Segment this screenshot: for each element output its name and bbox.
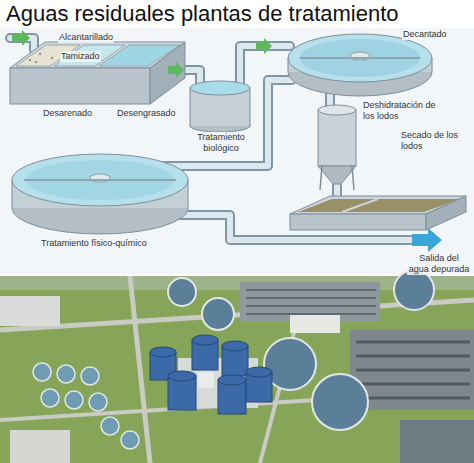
physchem-label: Tratamiento físico-químico	[40, 238, 148, 249]
aerial-photo-part	[41, 389, 59, 407]
decanter-tank	[288, 34, 432, 96]
aerial-photo-part	[246, 289, 376, 291]
aerial-photo-part	[312, 374, 368, 430]
diagram-ground	[0, 28, 474, 274]
aerial-photo-part	[356, 397, 470, 400]
biological-label: Tratamiento biológico	[186, 132, 256, 154]
aerial-photo-part	[246, 313, 376, 315]
screening-label: Tamizado	[60, 51, 101, 62]
pretreatment-tank-part	[29, 59, 31, 61]
pretreatment-tank-part	[39, 53, 41, 55]
biological-tank-part	[191, 100, 249, 126]
aerial-photo-part	[81, 367, 99, 385]
dewatering-silo-part	[318, 105, 356, 115]
aerial-photo	[0, 270, 474, 463]
dewatering-silo-part	[318, 110, 356, 166]
outlet-arrow-part	[412, 228, 442, 252]
decanter-tank-part	[288, 34, 432, 82]
grit-label: Desarenado	[42, 108, 93, 119]
biological-tank-part	[190, 81, 250, 95]
aerial-photo-part	[121, 431, 139, 449]
aerial-photo-part	[0, 296, 60, 326]
aerial-photo-part	[89, 393, 107, 411]
physico-chemical-tank-part	[12, 180, 13, 208]
biological-tank	[190, 81, 250, 132]
aerial-photo-part	[218, 375, 246, 385]
aerial-photo-part	[33, 363, 51, 381]
aerial-photo-part	[356, 341, 470, 344]
drying-bed-part	[290, 214, 426, 230]
flow-arrows-part	[256, 38, 272, 54]
decanting-label: Decantado	[402, 29, 448, 40]
drying-bed-part	[426, 196, 466, 230]
dewatering-label: Deshidratación de los lodos	[362, 100, 446, 122]
aerial-photo-part	[150, 347, 176, 357]
physico-chemical-tank-part	[24, 179, 176, 181]
aerial-photo-part	[246, 367, 272, 377]
aerial-photo-part	[394, 270, 434, 310]
aerial-photo-part	[356, 355, 470, 358]
pretreatment-tank-part	[10, 68, 150, 104]
outlet-label: Salida del agua depurada	[407, 253, 471, 275]
pretreatment-tank-part	[51, 57, 53, 59]
physico-chemical-tank-part	[188, 180, 189, 208]
aerial-photo-part	[192, 335, 218, 345]
sewer-label: Alcantarillado	[58, 32, 114, 43]
aerial-photo-part	[202, 298, 234, 330]
pretreatment-tank-part	[35, 61, 37, 63]
dewatering-silo-part	[352, 166, 354, 190]
pretreatment-tank	[10, 42, 185, 104]
dewatering-silo	[318, 105, 356, 190]
decanter-tank-part	[300, 39, 420, 77]
pipes-part	[150, 80, 292, 166]
aerial-photo-part	[246, 305, 376, 307]
diagram-ground-part	[0, 28, 474, 274]
physico-chemical-tank	[12, 154, 188, 234]
aerial-photo-part	[290, 315, 340, 333]
aerial-photo-part	[356, 369, 470, 372]
outlet-arrow	[412, 228, 442, 252]
degreasing-label: Desengrasado	[116, 108, 177, 119]
aerial-photo-part	[57, 365, 75, 383]
flow-arrows	[12, 30, 272, 78]
aerial-photo-part	[222, 341, 248, 351]
aerial-photo-part	[400, 420, 474, 463]
aerial-photo-part	[198, 372, 214, 388]
flow-arrows-part	[12, 30, 30, 46]
aerial-photo-part	[246, 297, 376, 299]
aerial-photo-part	[356, 383, 470, 386]
aerial-photo-part	[101, 417, 119, 435]
decanter-tank-part	[300, 57, 420, 59]
aerial-photo-part	[246, 290, 376, 314]
dewatering-silo-part	[320, 166, 322, 190]
aerial-photo-part	[65, 391, 83, 409]
aerial-photo-part	[168, 278, 196, 306]
drying-label: Secado de los lodos	[400, 130, 468, 152]
page-title: Aguas residuales plantas de tratamiento	[6, 1, 399, 27]
aerial-photo-part	[168, 270, 434, 430]
pretreatment-tank-part	[99, 45, 180, 66]
pipes-part	[327, 94, 333, 106]
flow-arrows-part	[168, 62, 184, 78]
physico-chemical-tank-part	[12, 154, 188, 206]
pipes-part	[325, 94, 335, 106]
drying-bed-part	[342, 199, 378, 212]
drying-bed	[290, 196, 466, 230]
aerial-photo-part	[33, 363, 139, 449]
aerial-photo-part	[10, 430, 70, 463]
aerial-photo-part	[168, 371, 196, 381]
dewatering-silo-part	[318, 166, 356, 184]
aerial-photo-part	[150, 335, 272, 414]
pipes-part	[150, 80, 292, 166]
aerial-photo-part	[356, 342, 470, 398]
